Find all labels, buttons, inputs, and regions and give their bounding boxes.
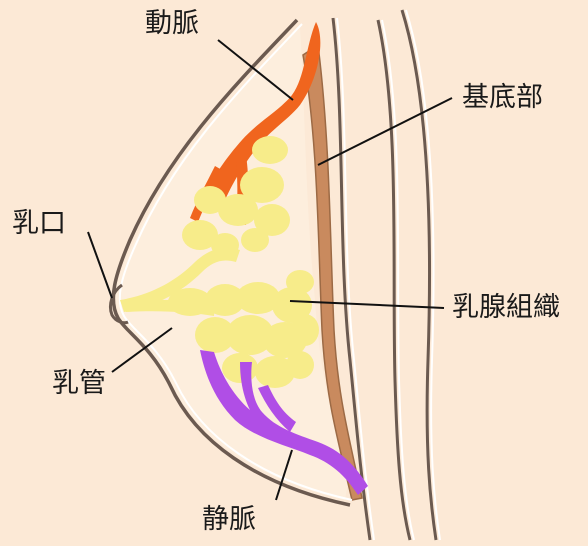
label-duct: 乳管 [52,370,106,397]
leader-line-nipple-opening [88,232,112,298]
label-base: 基底部 [462,84,543,111]
label-nipple-opening: 乳口 [12,210,66,237]
chest-wall-line-3-shadow [406,10,440,540]
label-artery: 動脈 [145,10,199,37]
label-vein: 静脈 [202,506,256,533]
label-gland-tissue: 乳腺組織 [452,294,560,321]
chest-wall-line-3 [402,10,436,540]
